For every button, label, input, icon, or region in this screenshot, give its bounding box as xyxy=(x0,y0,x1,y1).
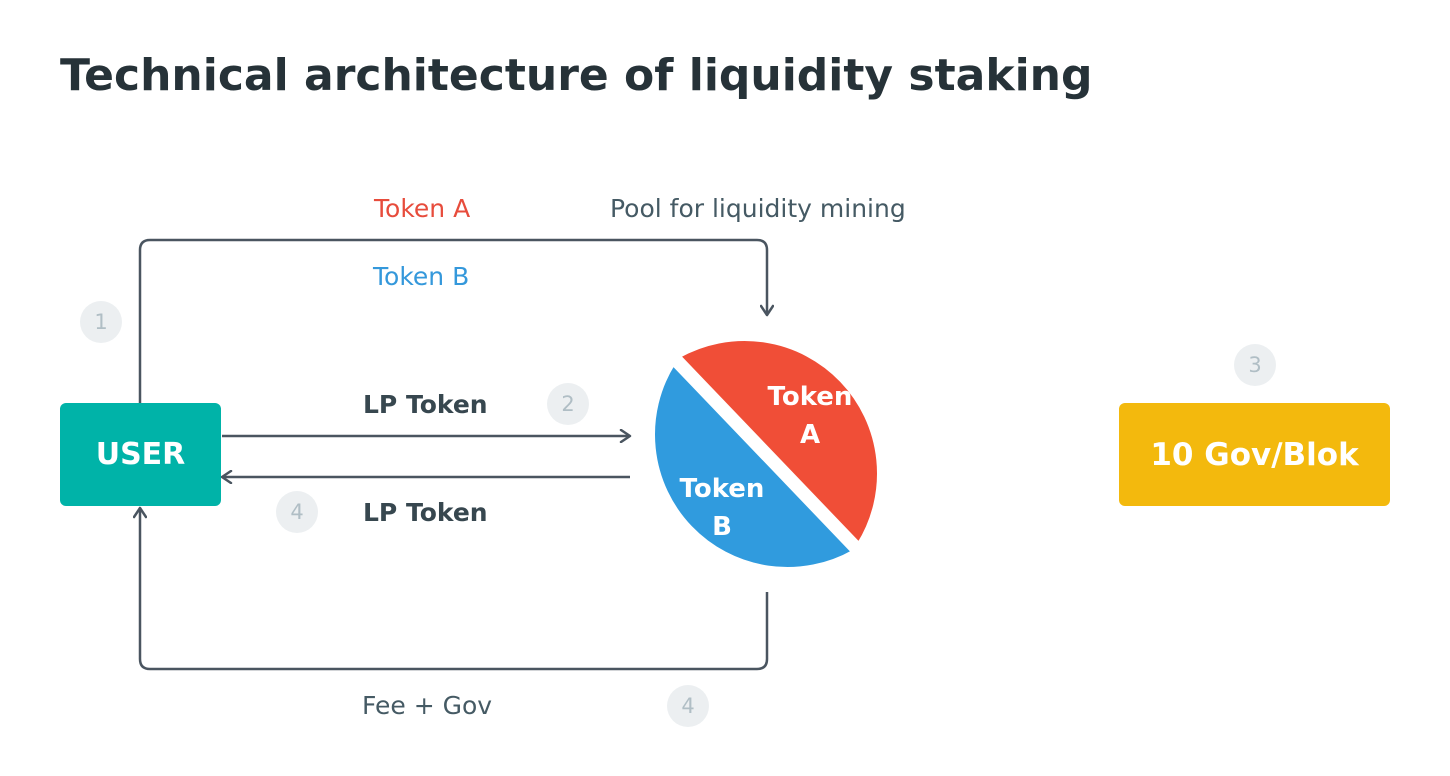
label-lp-token-in: LP Token xyxy=(363,390,488,419)
pie-label-token-a-letter: A xyxy=(799,420,821,450)
gov-reward-node: 10 Gov/Blok xyxy=(1119,403,1390,506)
label-lp-token-out: LP Token xyxy=(363,498,488,527)
pie-label-token-a-word: Token xyxy=(767,382,853,412)
edge-fee-gov xyxy=(140,508,769,671)
label-token-b: Token B xyxy=(373,262,470,291)
label-token-a: Token A xyxy=(374,194,471,223)
page-title: Technical architecture of liquidity stak… xyxy=(60,50,1093,101)
pool-pie xyxy=(650,336,882,572)
label-fee-gov: Fee + Gov xyxy=(362,691,493,720)
step-badge-4-fee: 4 xyxy=(667,685,709,727)
pie-label-token-b-word: Token xyxy=(679,474,765,504)
step-badge-1: 1 xyxy=(80,301,122,343)
step-badge-2: 2 xyxy=(547,383,589,425)
pie-label-token-b-letter: B xyxy=(712,512,732,542)
pie-slice-token-a xyxy=(675,336,882,548)
step-badge-3: 3 xyxy=(1234,344,1276,386)
edge-user-to-pool xyxy=(138,238,767,403)
label-pool: Pool for liquidity mining xyxy=(610,194,906,223)
pie-label-token-b: Token B xyxy=(662,470,782,546)
pie-label-token-a: Token A xyxy=(750,378,870,454)
step-badge-4-lp: 4 xyxy=(276,491,318,533)
user-node: USER xyxy=(60,403,221,506)
pie-slice-token-b xyxy=(650,360,857,572)
